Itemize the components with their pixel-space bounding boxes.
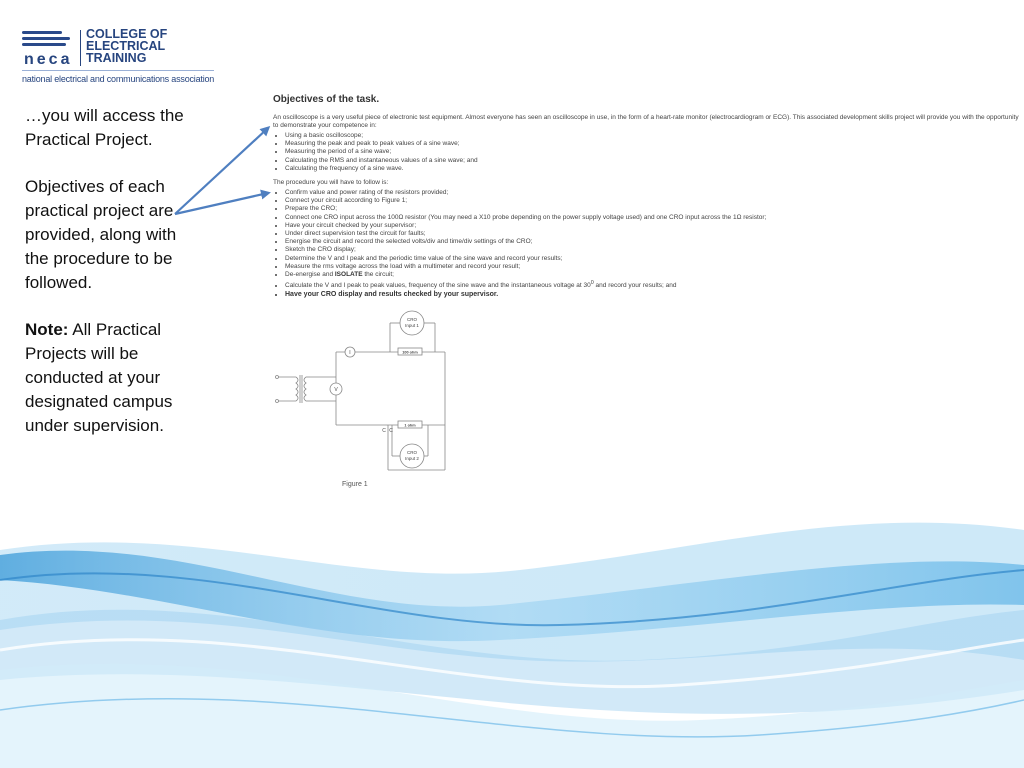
note-text: Note: All Practical Projects will be con… (25, 318, 195, 438)
cro1-label: Input 1 (405, 323, 419, 328)
cro2-label: CRO (407, 450, 417, 455)
transformer-secondary (303, 376, 307, 402)
objectives-text: Objectives of each practical project are… (25, 177, 177, 292)
ammeter-label: I (349, 350, 350, 356)
objective-item: Measuring the period of a sine wave; (285, 148, 1024, 156)
step-text: the circuit; (362, 271, 394, 279)
doc-heading: Objectives of the task. (273, 94, 380, 105)
procedure-step: Measure the rms voltage across the load … (285, 263, 1024, 271)
wave (0, 550, 1024, 642)
logo-stripe (22, 37, 70, 40)
procedure-step: Calculate the V and I peak to peak value… (285, 279, 1024, 290)
procedure-step: Have your CRO display and results checke… (285, 291, 1024, 299)
logo-association-text: national electrical and communications a… (22, 74, 215, 84)
objective-item: Using a basic oscilloscope; (285, 132, 1024, 140)
objective-item: Measuring the peak and peak to peak valu… (285, 140, 1024, 148)
voltmeter-circle (329, 382, 343, 396)
logo-stripe (22, 31, 62, 34)
procedure-step: Energise the circuit and record the sele… (285, 238, 1024, 246)
logo-college-line: ELECTRICAL (86, 39, 166, 53)
step-bold-text: ISOLATE (334, 271, 363, 279)
cro1-label: CRO (407, 317, 417, 322)
procedure-step: Connect one CRO input across the 100Ω re… (285, 214, 1024, 222)
project-document: Objectives of the task. An oscilloscope … (273, 94, 1024, 305)
wave-line (0, 697, 1024, 738)
procedure-list: Confirm value and power rating of the re… (273, 189, 1024, 299)
left-text-block: …you will access the Practical Project. … (25, 104, 195, 461)
wave (0, 609, 1024, 714)
terminal (275, 399, 279, 403)
objective-item: Calculating the frequency of a sine wave… (285, 165, 1024, 173)
logo-divider (80, 30, 81, 66)
wave (0, 663, 1024, 768)
objective-item: Calculating the RMS and instantaneous va… (285, 157, 1024, 165)
step-superscript: 0 (590, 280, 594, 287)
step-text: and record your results; and (593, 282, 677, 290)
procedure-step: Have your circuit checked by your superv… (285, 222, 1024, 230)
decorative-waves (0, 522, 1024, 768)
resistor-1-ohm (397, 420, 423, 429)
step-text: De-energise and (285, 271, 335, 279)
figure-caption: Figure 1 (342, 481, 368, 488)
procedure-step: Under direct supervision test the circui… (285, 230, 1024, 238)
common-label: C (389, 428, 393, 434)
procedure-intro: The procedure you will have to follow is… (273, 179, 389, 187)
procedure-step: Confirm value and power rating of the re… (285, 189, 1024, 197)
logo-stripe (22, 43, 66, 46)
logo-college-line: COLLEGE OF (86, 27, 168, 41)
objectives-list: Using a basic oscilloscope; Measuring th… (273, 132, 1024, 173)
procedure-step: De-energise and ISOLATE the circuit; (285, 271, 1024, 279)
note-label: Note: (25, 320, 69, 339)
logo-underline (22, 70, 214, 71)
wave-line (0, 569, 1024, 627)
logo-neca-text: neca (24, 51, 73, 68)
wave (0, 522, 1024, 662)
resistor-100-ohm (397, 347, 423, 356)
doc-intro: An oscilloscope is a very useful piece o… (273, 114, 1019, 129)
cro2-label: Input 2 (405, 456, 419, 461)
terminal (275, 375, 279, 379)
voltmeter-label: V (334, 387, 338, 393)
resistor-100-label: 100 ohm (402, 351, 418, 355)
ammeter-circle (344, 346, 356, 358)
logo-college-text: COLLEGE OF ELECTRICAL TRAINING (86, 27, 168, 65)
wave-line (0, 638, 1024, 689)
logo-college-line: TRAINING (86, 51, 147, 65)
access-text: …you will access the Practical Project. (25, 106, 184, 149)
cro-input-2-circle (399, 443, 425, 469)
resistor-1-label: 1 ohm (404, 424, 416, 428)
circuit-diagram: CRO Input 1 CRO Input 2 I V 100 ohm 1 oh… (275, 310, 446, 471)
procedure-step: Prepare the CRO; (285, 205, 1024, 213)
transformer-primary (295, 376, 299, 402)
procedure-step: Sketch the CRO display; (285, 246, 1024, 254)
procedure-step: Determine the V and I peak and the perio… (285, 255, 1024, 263)
note-body: All Practical Projects will be conducted… (25, 320, 173, 435)
step-text: Calculate the V and I peak to peak value… (285, 282, 591, 290)
neca-logo: neca COLLEGE OF ELECTRICAL TRAINING nati… (22, 26, 222, 90)
common-label: C (382, 428, 386, 434)
procedure-step: Connect your circuit according to Figure… (285, 197, 1024, 205)
